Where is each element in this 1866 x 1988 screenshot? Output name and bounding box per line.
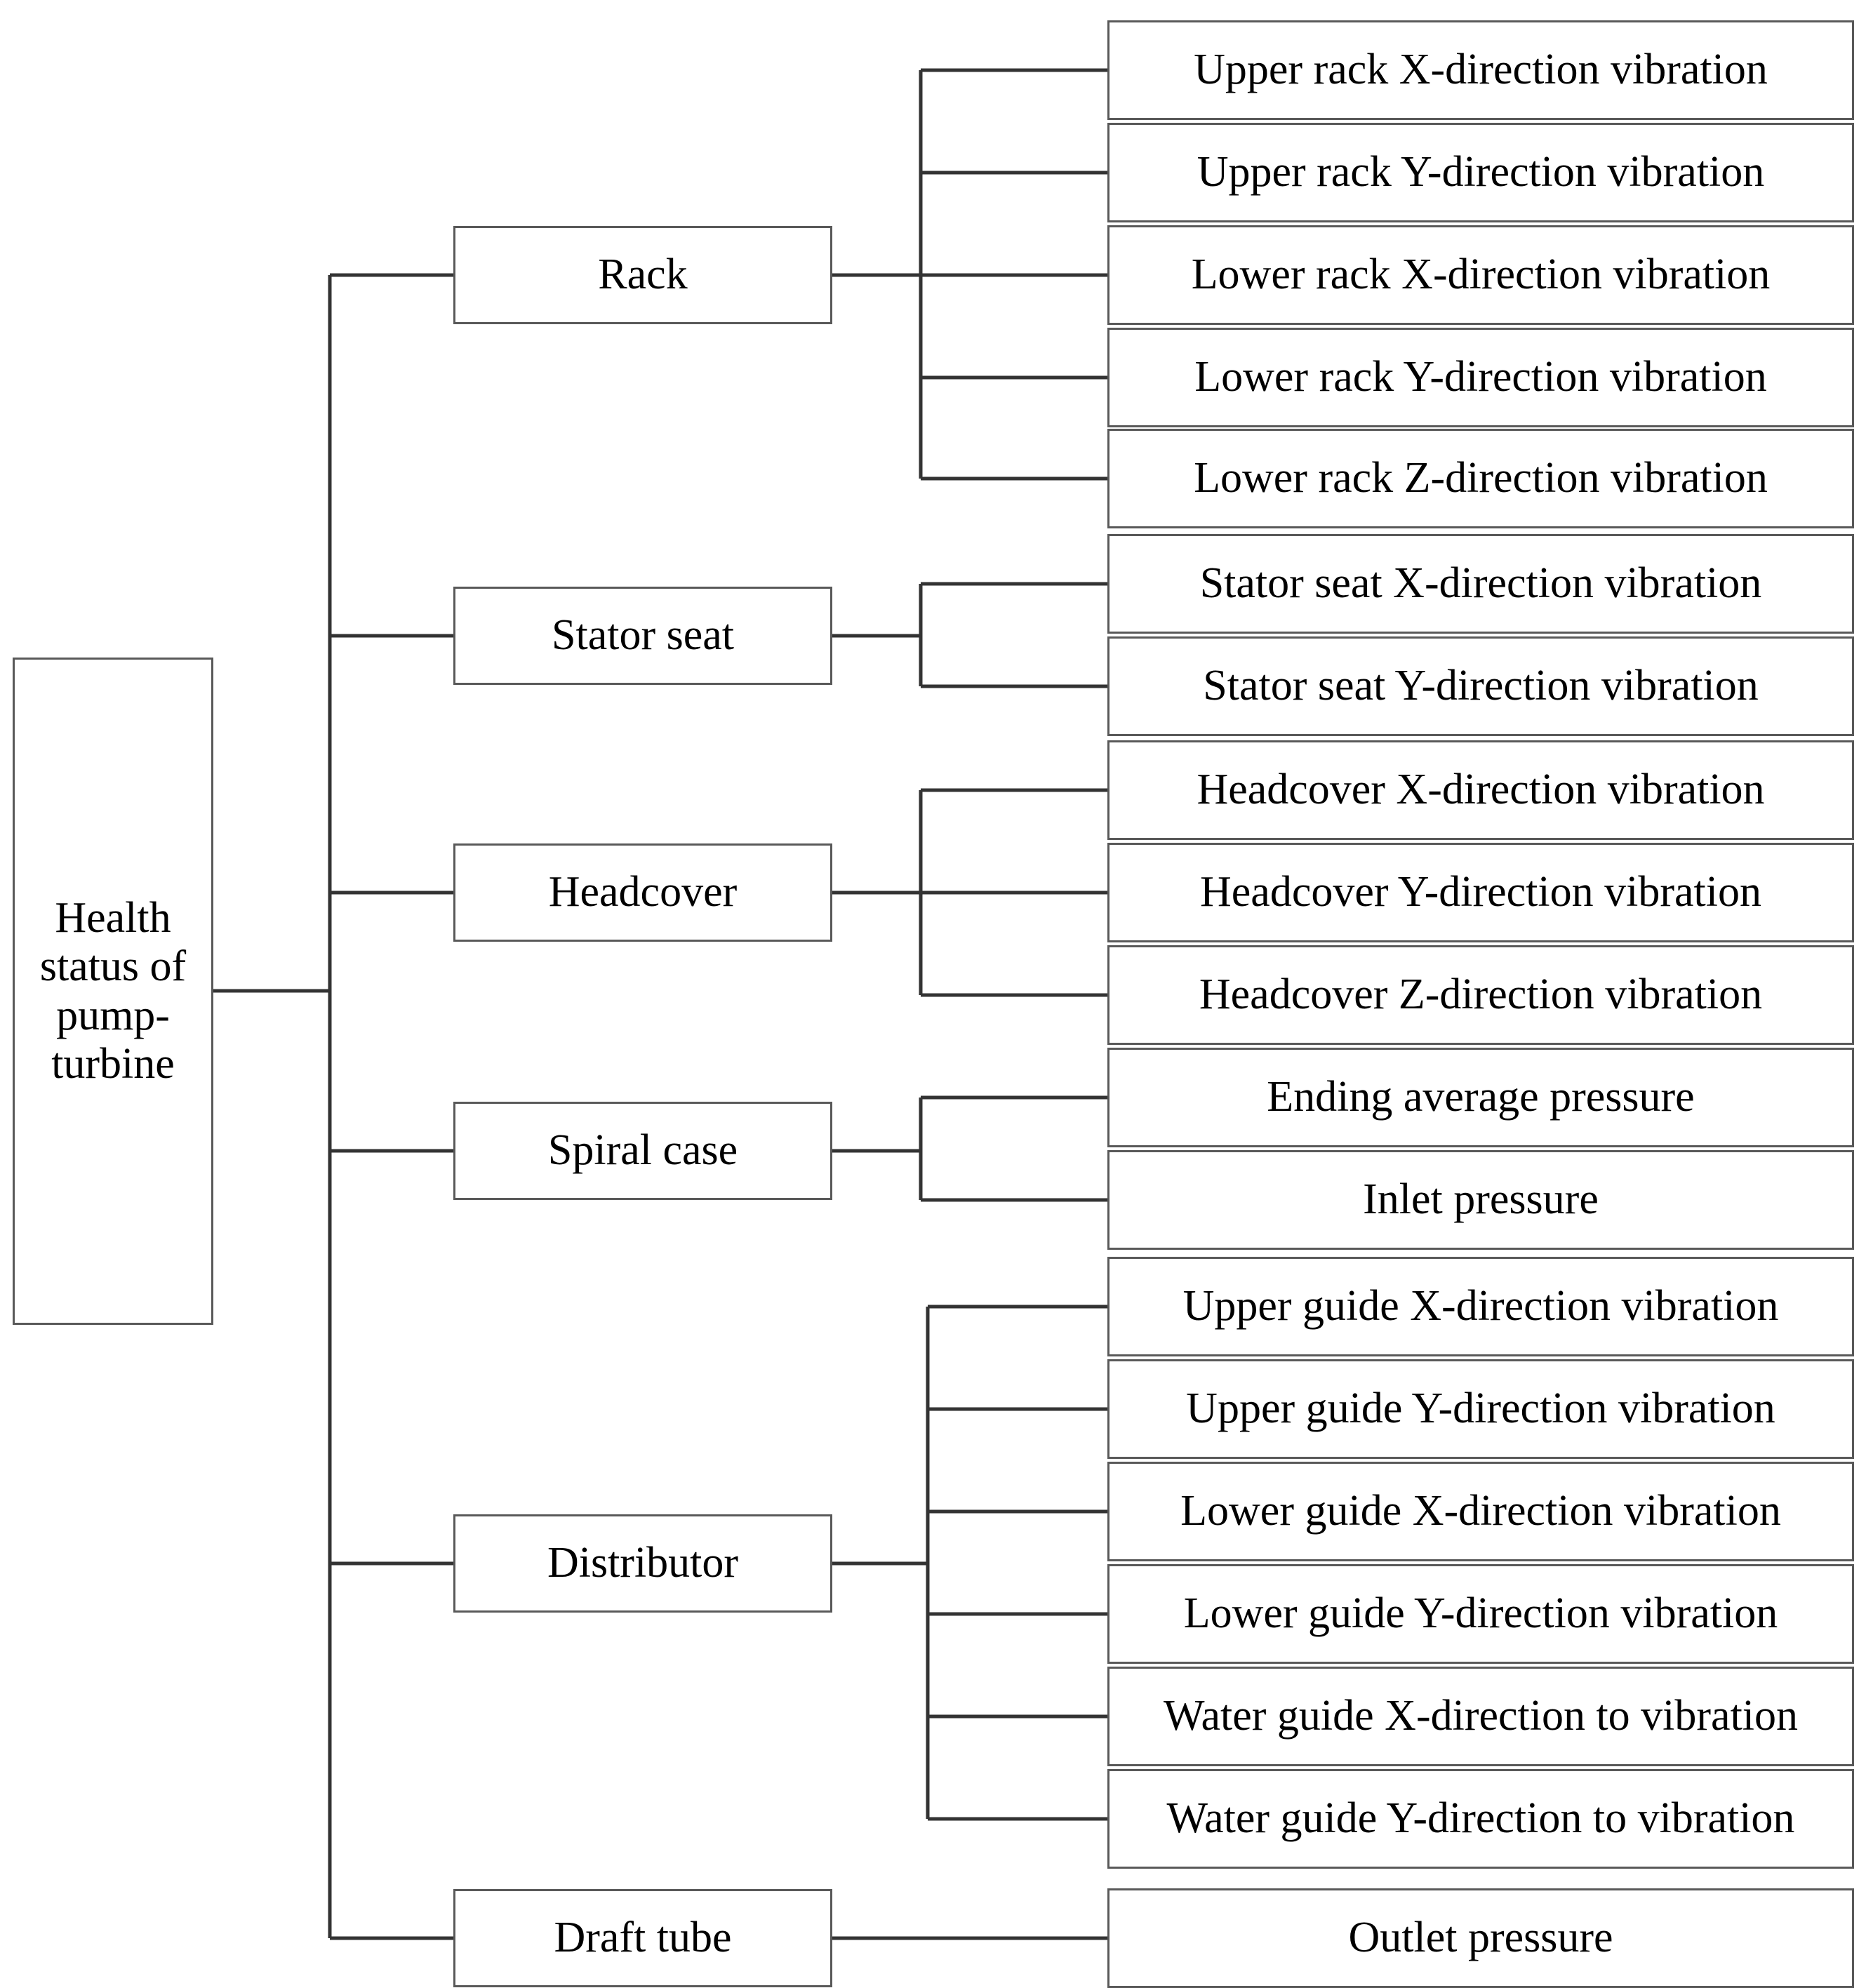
leaf-node-ending-average-pressure[interactable]: Ending average pressure [1107, 1048, 1854, 1147]
leaf-node-lower-rack-y[interactable]: Lower rack Y-direction vibration [1107, 328, 1854, 427]
mid-node-label-draft-tube: Draft tube [554, 1914, 732, 1962]
leaf-node-inlet-pressure[interactable]: Inlet pressure [1107, 1150, 1854, 1250]
mid-node-spiral-case[interactable]: Spiral case [453, 1102, 832, 1200]
leaf-node-lower-rack-z[interactable]: Lower rack Z-direction vibration [1107, 429, 1854, 528]
leaf-node-label: Upper guide Y-direction vibration [1186, 1385, 1775, 1433]
leaf-node-lower-guide-y[interactable]: Lower guide Y-direction vibration [1107, 1564, 1854, 1664]
mid-node-rack[interactable]: Rack [453, 226, 832, 324]
mid-node-headcover[interactable]: Headcover [453, 843, 832, 942]
leaf-node-label: Inlet pressure [1363, 1175, 1599, 1224]
leaf-node-stator-seat-y[interactable]: Stator seat Y-direction vibration [1107, 636, 1854, 736]
leaf-node-headcover-x[interactable]: Headcover X-direction vibration [1107, 740, 1854, 840]
leaf-node-label: Lower guide X-direction vibration [1180, 1487, 1781, 1535]
leaf-node-stator-seat-x[interactable]: Stator seat X-direction vibration [1107, 534, 1854, 634]
leaf-node-label: Upper guide X-direction vibration [1182, 1282, 1779, 1330]
leaf-node-upper-rack-y[interactable]: Upper rack Y-direction vibration [1107, 123, 1854, 222]
leaf-node-label: Lower rack X-direction vibration [1191, 251, 1771, 299]
leaf-node-headcover-y[interactable]: Headcover Y-direction vibration [1107, 843, 1854, 942]
mid-node-stator-seat[interactable]: Stator seat [453, 587, 832, 685]
leaf-node-label: Stator seat X-direction vibration [1199, 559, 1762, 608]
mid-node-label-rack: Rack [598, 251, 688, 299]
leaf-node-lower-rack-x[interactable]: Lower rack X-direction vibration [1107, 225, 1854, 325]
leaf-node-label: Stator seat Y-direction vibration [1203, 662, 1759, 710]
mid-node-label-stator-seat: Stator seat [552, 611, 734, 660]
leaf-node-water-guide-x[interactable]: Water guide X-direction to vibration [1107, 1667, 1854, 1766]
mid-node-label-headcover: Headcover [548, 868, 738, 916]
leaf-node-label: Upper rack X-direction vibration [1194, 46, 1768, 94]
leaf-node-label: Lower rack Y-direction vibration [1194, 353, 1767, 401]
leaf-node-label: Water guide Y-direction to vibration [1166, 1794, 1795, 1843]
mid-node-distributor[interactable]: Distributor [453, 1514, 832, 1613]
leaf-node-label: Lower guide Y-direction vibration [1183, 1589, 1778, 1638]
mid-node-label-distributor: Distributor [547, 1539, 739, 1587]
root-node-label: Health status of pump- turbine [39, 893, 187, 1088]
leaf-node-label: Upper rack Y-direction vibration [1197, 148, 1765, 196]
mid-node-draft-tube[interactable]: Draft tube [453, 1889, 832, 1987]
leaf-node-upper-guide-x[interactable]: Upper guide X-direction vibration [1107, 1257, 1854, 1356]
leaf-node-upper-guide-y[interactable]: Upper guide Y-direction vibration [1107, 1359, 1854, 1459]
root-node-health-status[interactable]: Health status of pump- turbine [13, 658, 213, 1325]
leaf-node-label: Outlet pressure [1348, 1914, 1613, 1962]
leaf-node-headcover-z[interactable]: Headcover Z-direction vibration [1107, 945, 1854, 1045]
leaf-node-lower-guide-x[interactable]: Lower guide X-direction vibration [1107, 1462, 1854, 1561]
leaf-node-label: Water guide X-direction to vibration [1163, 1692, 1799, 1740]
leaf-node-label: Headcover Z-direction vibration [1199, 970, 1763, 1019]
leaf-node-label: Ending average pressure [1267, 1073, 1695, 1121]
leaf-node-label: Headcover Y-direction vibration [1200, 868, 1761, 916]
leaf-node-label: Lower rack Z-direction vibration [1194, 454, 1768, 502]
leaf-node-water-guide-y[interactable]: Water guide Y-direction to vibration [1107, 1769, 1854, 1869]
leaf-node-upper-rack-x[interactable]: Upper rack X-direction vibration [1107, 20, 1854, 120]
leaf-node-label: Headcover X-direction vibration [1197, 766, 1765, 814]
mid-node-label-spiral-case: Spiral case [547, 1126, 738, 1175]
leaf-node-outlet-pressure[interactable]: Outlet pressure [1107, 1888, 1854, 1988]
